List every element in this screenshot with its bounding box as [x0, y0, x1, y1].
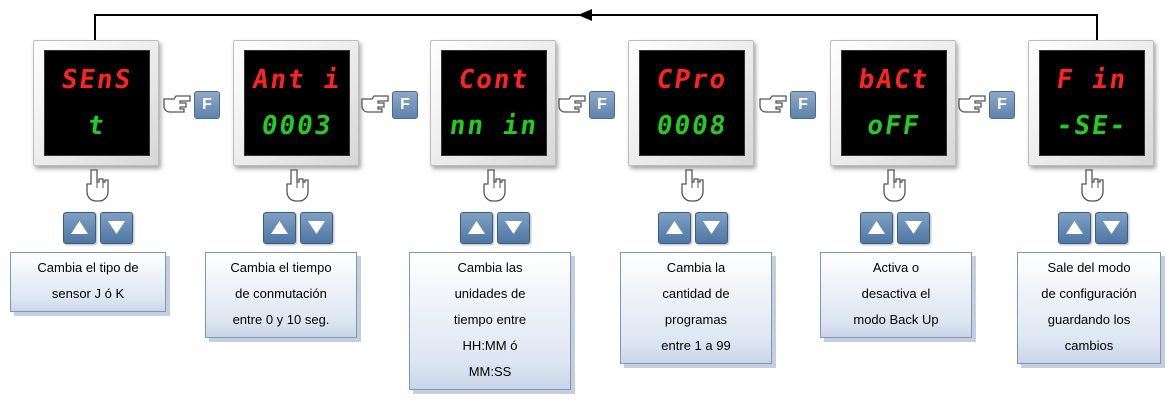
controller-display: Ant i 0003: [233, 40, 359, 166]
up-arrow-icon: [666, 221, 683, 234]
display-top-text: Cont: [456, 65, 532, 95]
step-bact: bACt oFF: [830, 0, 970, 414]
controller-display: F in -SE-: [1028, 40, 1154, 166]
f-key-button[interactable]: F: [989, 91, 1015, 119]
display-bottom-text: oFF: [865, 111, 923, 141]
note-line: de conmutación: [235, 286, 327, 301]
up-button[interactable]: [658, 212, 691, 244]
note-line: Cambia el tiempo: [230, 260, 332, 275]
down-button[interactable]: [497, 212, 530, 244]
down-arrow-icon: [703, 221, 720, 234]
up-button[interactable]: [460, 212, 493, 244]
pointing-hand-icon: [676, 168, 704, 207]
display-bottom-text: 0008: [654, 111, 730, 141]
display-bottom-text: 0003: [259, 111, 335, 141]
up-button[interactable]: [263, 212, 296, 244]
pointing-hand-right-icon: [557, 93, 587, 120]
description-note: Cambia el tipo de sensor J ó K: [10, 252, 166, 312]
description-note: Sale del modo de configuración guardando…: [1017, 252, 1161, 364]
display-screen: Ant i 0003: [244, 50, 350, 156]
note-line: programas: [664, 312, 728, 327]
note-line: Activa o: [872, 260, 920, 275]
note-line: unidades de: [454, 286, 526, 301]
display-screen: SEnS t: [44, 50, 150, 156]
down-arrow-icon: [308, 221, 325, 234]
down-button[interactable]: [695, 212, 728, 244]
down-arrow-icon: [108, 221, 125, 234]
down-arrow-icon: [505, 221, 522, 234]
note-line: Cambia la: [666, 260, 726, 275]
step-fin: F in -SE-: [1028, 0, 1167, 414]
display-screen: bACt oFF: [841, 50, 947, 156]
up-arrow-icon: [71, 221, 88, 234]
down-button[interactable]: [100, 212, 133, 244]
description-note: Activa o desactiva el modo Back Up: [820, 252, 972, 338]
pointing-hand-icon: [81, 168, 109, 207]
step-cpro: CPro 0008: [628, 0, 768, 414]
pointing-hand-icon: [878, 168, 906, 207]
down-button[interactable]: [1095, 212, 1128, 244]
pointing-hand-right-icon: [360, 93, 390, 120]
step-anti: Ant i 0003: [233, 0, 373, 414]
arrow-left-icon: [578, 9, 592, 21]
display-top-text: bACt: [856, 65, 932, 95]
note-line: sensor J ó K: [51, 286, 125, 301]
display-screen: CPro 0008: [639, 50, 745, 156]
up-button[interactable]: [1058, 212, 1091, 244]
note-line: cambios: [1064, 338, 1114, 353]
note-line: tiempo entre: [453, 312, 527, 327]
note-line: guardando los: [1047, 312, 1131, 327]
step-sens: SEnS t: [33, 0, 173, 414]
step-cont: Cont nn in: [430, 0, 570, 414]
down-button[interactable]: [300, 212, 333, 244]
display-top-text: CPro: [654, 65, 730, 95]
display-top-text: Ant i: [250, 65, 344, 95]
up-arrow-icon: [468, 221, 485, 234]
up-arrow-icon: [1066, 221, 1083, 234]
note-line: entre 0 y 10 seg.: [232, 312, 330, 327]
note-line: Cambia el tipo de: [37, 260, 139, 275]
description-note: Cambia las unidades de tiempo entre HH:M…: [409, 252, 571, 390]
f-key-button[interactable]: F: [790, 91, 816, 119]
note-line: MM:SS: [468, 364, 512, 379]
pointing-hand-icon: [281, 168, 309, 207]
display-screen: F in -SE-: [1039, 50, 1145, 156]
up-arrow-icon: [868, 221, 885, 234]
down-button[interactable]: [897, 212, 930, 244]
note-line: cantidad de: [662, 286, 730, 301]
controller-display: Cont nn in: [430, 40, 556, 166]
pointing-hand-right-icon: [162, 93, 192, 120]
display-bottom-text: nn in: [447, 111, 541, 141]
f-key-button[interactable]: F: [392, 91, 418, 119]
note-line: desactiva el: [861, 286, 931, 301]
pointing-hand-icon: [1076, 168, 1104, 207]
controller-display: SEnS t: [33, 40, 159, 166]
controller-display: bACt oFF: [830, 40, 956, 166]
pointing-hand-icon: [478, 168, 506, 207]
display-bottom-text: -SE-: [1054, 111, 1130, 141]
display-bottom-text: t: [86, 111, 108, 141]
note-line: entre 1 a 99: [661, 338, 731, 353]
note-line: HH:MM ó: [462, 338, 518, 353]
description-note: Cambia la cantidad de programas entre 1 …: [620, 252, 772, 364]
loop-back-arrow: [94, 9, 1098, 42]
note-line: modo Back Up: [853, 312, 939, 327]
description-note: Cambia el tiempo de conmutación entre 0 …: [205, 252, 357, 338]
note-line: Sale del modo: [1047, 260, 1131, 275]
f-key-button[interactable]: F: [194, 91, 220, 119]
down-arrow-icon: [1103, 221, 1120, 234]
up-button[interactable]: [63, 212, 96, 244]
down-arrow-icon: [905, 221, 922, 234]
note-line: Cambia las: [457, 260, 523, 275]
note-line: de configuración: [1041, 286, 1137, 301]
f-key-button[interactable]: F: [589, 91, 615, 119]
display-top-text: SEnS: [59, 65, 135, 95]
controller-display: CPro 0008: [628, 40, 754, 166]
up-button[interactable]: [860, 212, 893, 244]
up-arrow-icon: [271, 221, 288, 234]
display-top-text: F in: [1054, 65, 1130, 95]
pointing-hand-right-icon: [957, 93, 987, 120]
pointing-hand-right-icon: [758, 93, 788, 120]
display-screen: Cont nn in: [441, 50, 547, 156]
